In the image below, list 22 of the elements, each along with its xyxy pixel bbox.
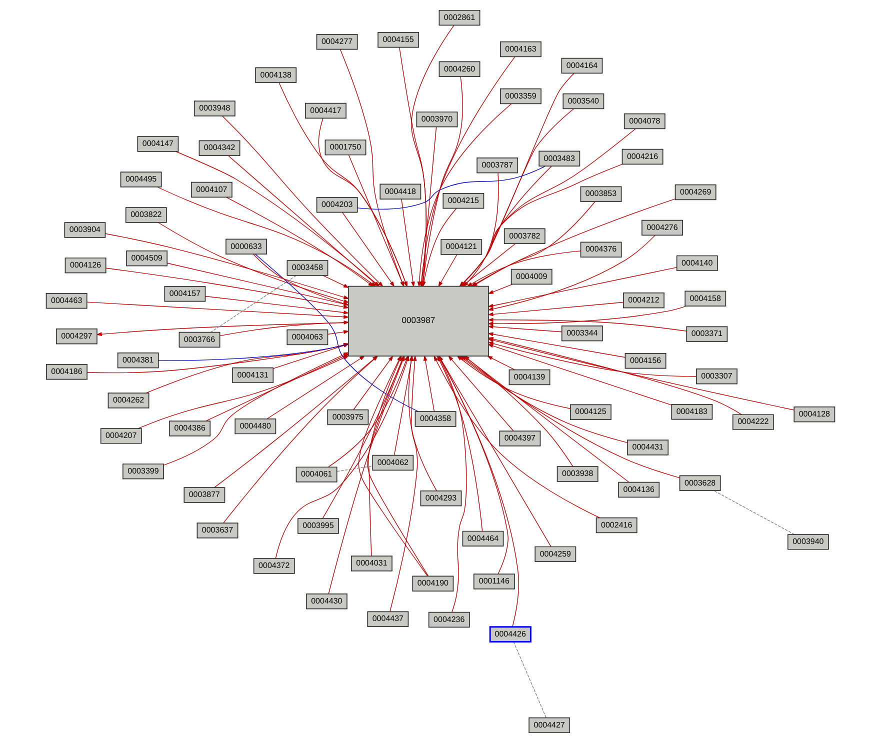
arrow (438, 254, 457, 288)
arrow (266, 356, 365, 420)
connector (512, 642, 546, 718)
arrow (487, 324, 562, 332)
arrow (322, 275, 349, 288)
arrow (422, 355, 434, 412)
arrow (486, 356, 515, 370)
connector (254, 254, 418, 412)
arrow (487, 234, 655, 311)
arrow (219, 320, 349, 336)
connector (712, 490, 794, 535)
arrow (104, 233, 349, 300)
arrow (408, 355, 436, 492)
arrow (487, 302, 624, 316)
arrow (326, 330, 349, 335)
arrow (96, 322, 348, 336)
arrow (487, 284, 513, 294)
node-box: 0003987 (348, 286, 488, 357)
arrow (137, 355, 349, 429)
connector (210, 275, 296, 333)
arrow (400, 198, 414, 288)
connector (336, 466, 372, 472)
